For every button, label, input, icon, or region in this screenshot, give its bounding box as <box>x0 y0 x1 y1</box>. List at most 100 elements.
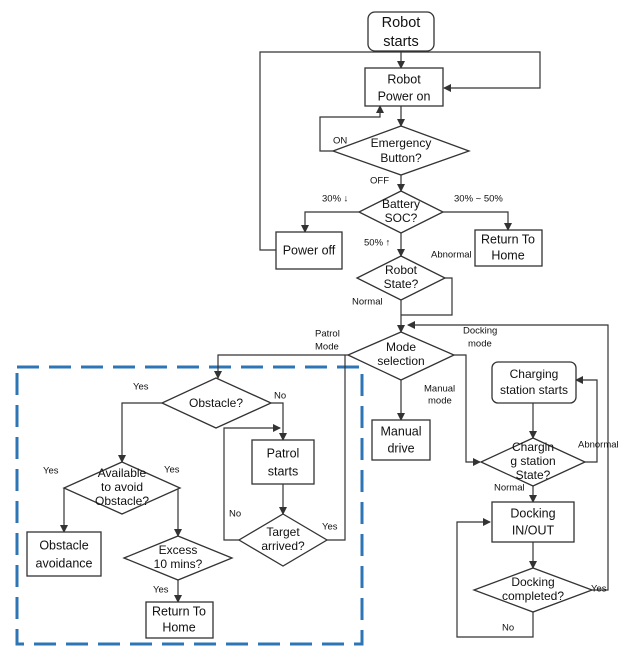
manual-drive-line2: drive <box>387 441 414 455</box>
return-home-bottom-line1: Return To <box>152 604 206 618</box>
charging-station-starts-box <box>491 361 577 404</box>
node-obstacle-avoidance: Obstacle avoidance <box>26 531 102 577</box>
patrol-mode-region <box>15 365 364 646</box>
label-batt-mid: 30% ~ 50% <box>454 194 503 205</box>
label-manual-mode-1: Manual <box>424 384 455 395</box>
node-robot-starts: Robot starts <box>367 11 435 52</box>
label-avoid-yes-left: Yes <box>43 466 59 477</box>
node-docking-inout: Docking IN/OUT <box>491 501 575 543</box>
avoid-line1: Available <box>98 466 147 480</box>
label-docking-yes: Yes <box>591 584 607 595</box>
avoid-line2: to avoid <box>101 480 143 494</box>
obstacle-avoidance-line2: avoidance <box>36 556 93 570</box>
label-docking-mode-1: Docking <box>463 326 497 337</box>
robot-state-diamond <box>355 255 447 301</box>
arrow-mode-to-charging <box>454 354 481 466</box>
node-avoid-obstacle: Available to avoid Obstacle? <box>62 461 182 515</box>
obstacle-avoidance-box <box>26 531 102 577</box>
label-avoid-yes-right: Yes <box>164 465 180 476</box>
label-target-no: No <box>229 509 241 520</box>
label-normal-robot: Normal <box>352 297 383 308</box>
robot-state-line2: State? <box>384 277 419 291</box>
label-docking-mode-2: mode <box>468 339 492 350</box>
excess-line2: 10 mins? <box>154 557 203 571</box>
return-home-top-line1: Return To <box>481 232 535 246</box>
docking-completed-diamond <box>472 567 594 613</box>
obstacle-label: Obstacle? <box>189 396 243 410</box>
label-patrol-mode-1: Patrol <box>315 329 340 340</box>
label-batt-low: 30% ↓ <box>322 194 348 205</box>
charging-state-diamond <box>479 437 587 487</box>
mode-selection-diamond <box>346 331 456 381</box>
emergency-diamond <box>331 125 471 176</box>
node-power-on: Robot Power on <box>364 67 444 107</box>
emergency-line2: Button? <box>380 151 422 165</box>
battery-diamond <box>357 190 445 234</box>
obstacle-avoidance-line1: Obstacle <box>39 538 88 552</box>
node-charging-station-starts: Charging station starts <box>491 361 577 404</box>
avoid-line3: Obstacle? <box>95 494 149 508</box>
arrow-abnormal-to-mode <box>401 277 453 316</box>
arrow-obstacle-no <box>271 402 287 441</box>
label-manual-mode-2: mode <box>428 396 452 407</box>
node-charging-station-state: Chargin g station State? <box>479 437 587 487</box>
obstacle-diamond <box>160 377 273 429</box>
arrow-charging-abnormal <box>575 376 598 463</box>
power-off-label: Power off <box>283 243 336 257</box>
patrol-starts-box <box>251 439 315 485</box>
label-charging-normal: Normal <box>494 483 525 494</box>
label-obstacle-no: No <box>274 391 286 402</box>
arrow-mode-to-obstacle <box>214 354 348 379</box>
docking-inout-box <box>491 501 575 543</box>
label-patrol-mode-2: Mode <box>315 342 339 353</box>
node-docking-completed: Docking completed? <box>472 567 594 613</box>
manual-drive-box <box>371 419 431 461</box>
target-arrived-diamond <box>237 513 329 567</box>
docking-inout-line1: Docking <box>510 506 555 520</box>
label-docking-no: No <box>502 623 514 634</box>
node-excess-10-mins: Excess 10 mins? <box>122 535 234 581</box>
label-excess-yes: Yes <box>153 585 169 596</box>
target-arrived-line2: arrived? <box>261 539 305 553</box>
patrol-starts-line2: starts <box>268 464 299 478</box>
excess-line1: Excess <box>159 543 198 557</box>
label-batt-high: 50% ↑ <box>364 238 390 249</box>
node-robot-state: Robot State? <box>355 255 447 301</box>
return-home-bottom-box <box>145 601 214 639</box>
node-return-home-top: Return To Home <box>474 229 543 267</box>
mode-selection-line1: Mode <box>386 340 416 354</box>
mode-selection-line2: selection <box>377 354 424 368</box>
label-charging-abnormal: Abnormal <box>578 440 619 451</box>
battery-line1: Battery <box>382 197 420 211</box>
label-abnormal-robot: Abnormal <box>431 250 472 261</box>
emergency-line1: Emergency <box>371 136 432 150</box>
charging-state-line1: Chargin <box>512 440 554 454</box>
charging-station-starts-line2: station starts <box>500 383 568 397</box>
docking-completed-line1: Docking <box>511 575 554 589</box>
arrow-target-no-loop <box>223 424 281 541</box>
docking-completed-line2: completed? <box>502 589 564 603</box>
docking-inout-line2: IN/OUT <box>512 523 555 537</box>
node-return-home-bottom: Return To Home <box>145 601 214 639</box>
charging-state-line2: g station <box>510 454 555 468</box>
power-on-line2: Power on <box>378 89 431 103</box>
label-obstacle-yes: Yes <box>133 382 149 393</box>
robot-state-line1: Robot <box>385 263 418 277</box>
edge-labels: ON OFF 30% ↓ 30% ~ 50% 50% ↑ Abnormal No… <box>43 136 619 634</box>
patrol-starts-line1: Patrol <box>267 446 300 460</box>
node-patrol-starts: Patrol starts <box>251 439 315 485</box>
manual-drive-line1: Manual <box>381 424 422 438</box>
robot-starts-line1: Robot <box>382 15 421 31</box>
arrow-battery-to-returnhome <box>443 211 512 231</box>
node-emergency-button: Emergency Button? <box>331 125 471 176</box>
arrow-poweroff-loop <box>259 51 541 251</box>
excess-diamond <box>122 535 234 581</box>
power-off-box <box>275 231 343 270</box>
return-home-bottom-line2: Home <box>162 620 195 634</box>
battery-line2: SOC? <box>385 211 418 225</box>
arrow-obstacle-yes <box>118 402 162 463</box>
arrow-docking-no-loop <box>456 518 534 638</box>
robot-starts-box <box>367 11 435 52</box>
avoid-diamond <box>62 461 182 515</box>
node-mode-selection: Mode selection <box>346 331 456 381</box>
